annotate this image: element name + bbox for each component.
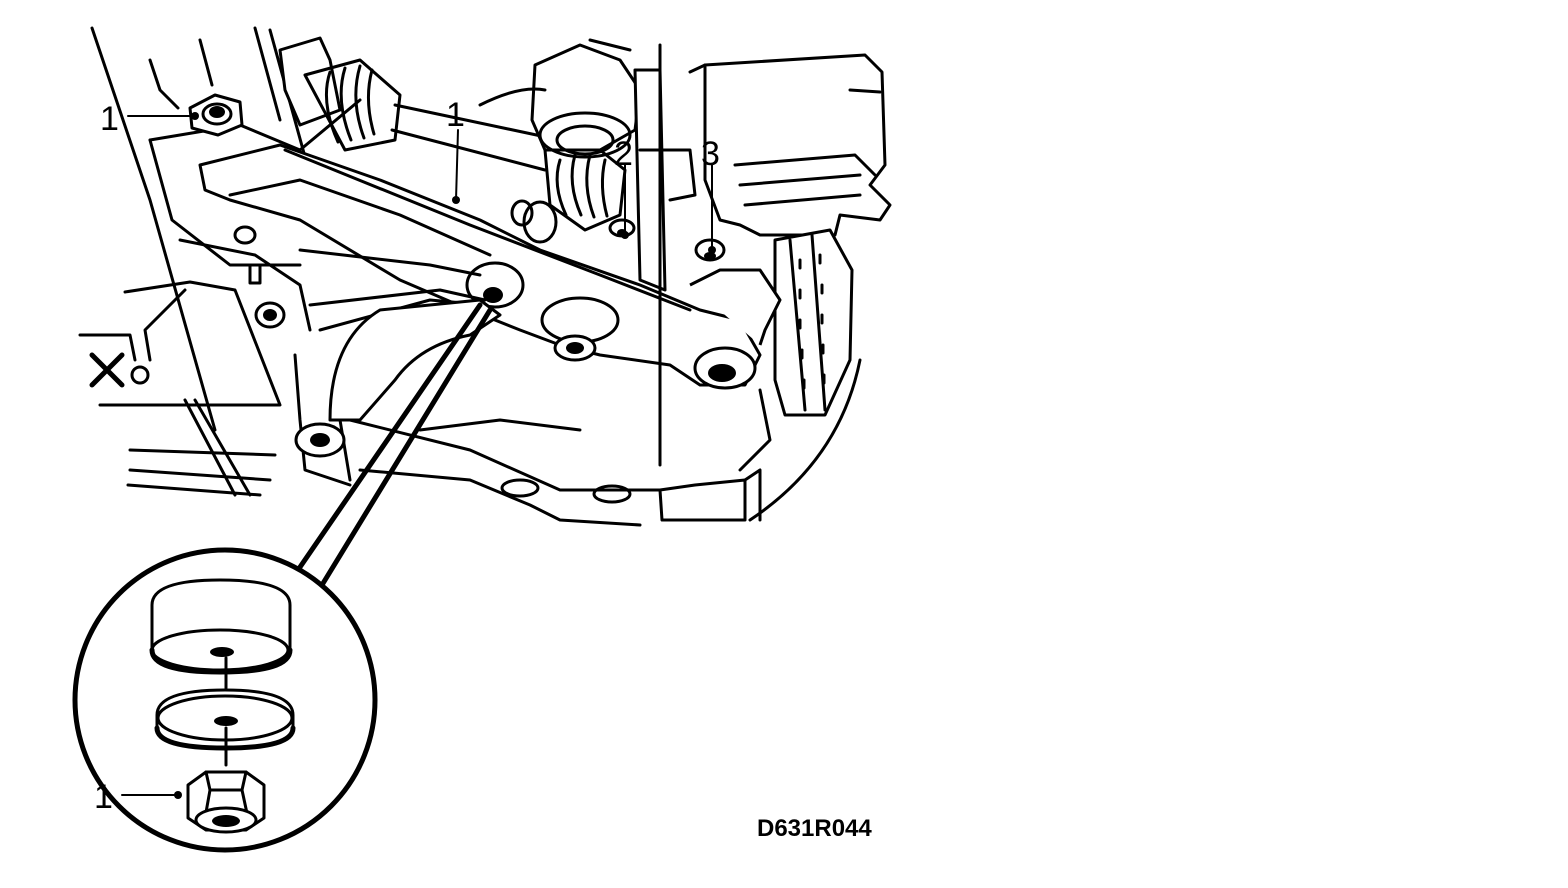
detail-circle	[72, 547, 378, 853]
callout-hub-bolt: 3	[701, 135, 720, 173]
bushing-icon	[149, 578, 293, 690]
callout-control-arm: 1	[446, 96, 465, 134]
knuckle-and-brake	[608, 43, 892, 522]
callout-nut-detail: 1	[94, 778, 113, 816]
hex-nut-icon	[186, 770, 266, 834]
detail-leader-lines	[295, 302, 493, 588]
washer-icon	[154, 688, 296, 767]
callout-bolt-top-left: 1	[100, 100, 119, 138]
top-left-bolt	[188, 93, 244, 137]
stabilizer-link	[254, 248, 502, 458]
drawing-code: D631R044	[757, 815, 872, 842]
driveshaft-assembly	[278, 36, 642, 232]
callout-leaders	[121, 112, 716, 799]
callout-ball-joint: 2	[614, 135, 633, 173]
